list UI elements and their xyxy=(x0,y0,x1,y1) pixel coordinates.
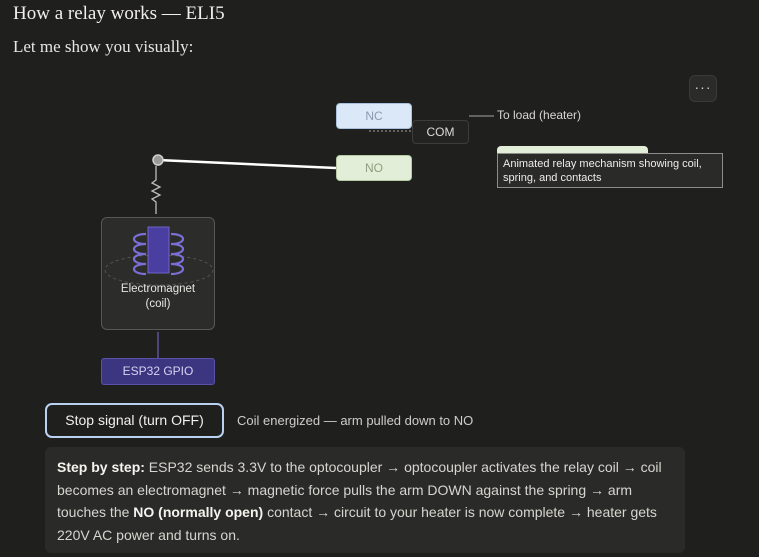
stop-signal-button[interactable]: Stop signal (turn OFF) xyxy=(45,403,224,438)
gpio-block: ESP32 GPIO xyxy=(101,358,215,385)
arm-pivot xyxy=(152,154,164,166)
com-terminal: COM xyxy=(412,120,469,144)
more-options-button[interactable]: ··· xyxy=(689,75,717,102)
load-label: To load (heater) xyxy=(497,108,582,122)
intro-text: Let me show you visually: xyxy=(13,37,194,56)
tooltip: Animated relay mechanism showing coil, s… xyxy=(497,153,723,188)
step-explanation: Step by step: ESP32 sends 3.3V to the op… xyxy=(45,447,685,553)
coil-icon xyxy=(104,226,214,286)
page-title: How a relay works — ELI5 xyxy=(13,3,225,24)
relay-arm xyxy=(157,158,337,170)
spring-icon xyxy=(150,166,162,214)
coil-box xyxy=(101,217,215,330)
no-contact: NO xyxy=(336,155,412,181)
status-text: Coil energized — arm pulled down to NO xyxy=(237,413,474,428)
coil-label: Electromagnet (coil) xyxy=(120,283,196,310)
nc-contact: NC xyxy=(336,103,412,129)
